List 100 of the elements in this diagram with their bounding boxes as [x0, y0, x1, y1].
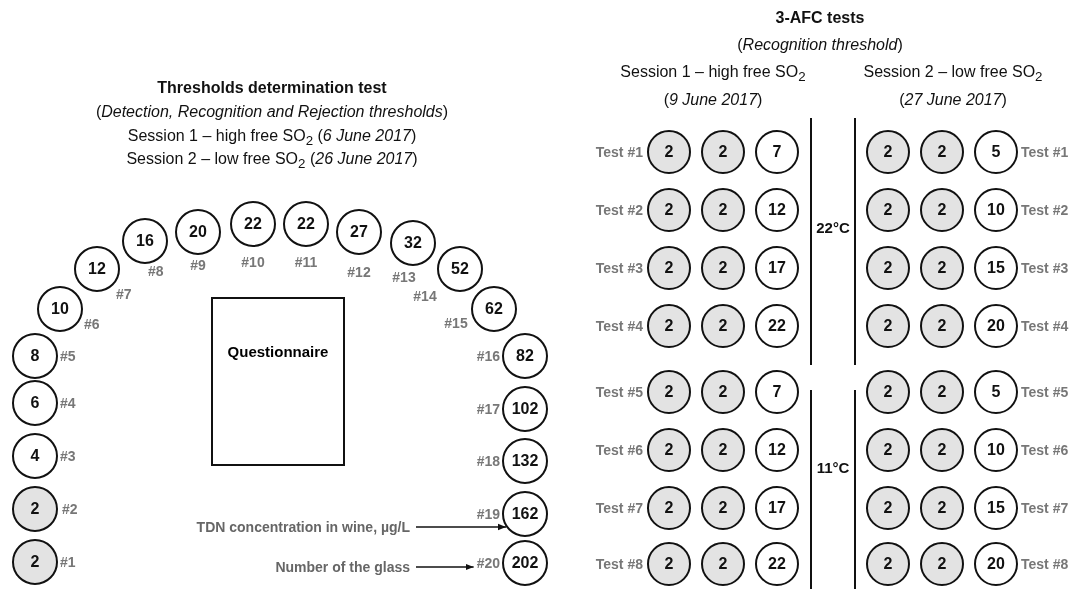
sample-glass: 62 — [471, 286, 517, 332]
sample-glass: 20 — [175, 209, 221, 255]
panel-subheading: (Detection, Recognition and Rejection thresholds) — [95, 102, 449, 122]
sample-glass: 22 — [755, 542, 799, 586]
sample-glass: 5 — [974, 130, 1018, 174]
session-date: (9 June 2017) — [663, 90, 763, 110]
glass-number: #11 — [294, 254, 318, 270]
sample-glass: 8 — [12, 333, 58, 379]
sample-glass: 2 — [701, 370, 745, 414]
sample-glass: 2 — [701, 304, 745, 348]
sample-glass: 7 — [755, 370, 799, 414]
sample-glass: 2 — [647, 304, 691, 348]
glass-number: #9 — [190, 257, 206, 273]
leader-arrow — [415, 523, 507, 531]
test-label: Test #1 — [595, 144, 643, 160]
glass-number: #2 — [62, 501, 78, 517]
glass-number: #14 — [413, 288, 437, 304]
temperature-label: 11°C — [816, 458, 850, 478]
sample-glass: 202 — [502, 540, 548, 586]
sample-glass: 2 — [866, 486, 910, 530]
glass-number: #10 — [241, 254, 265, 270]
glass-number: #5 — [60, 348, 76, 364]
test-label: Test #7 — [1021, 500, 1069, 516]
sample-glass: 32 — [390, 220, 436, 266]
test-label: Test #5 — [595, 384, 643, 400]
sample-glass: 2 — [920, 130, 964, 174]
glass-number: #4 — [60, 395, 76, 411]
sample-glass: 27 — [336, 209, 382, 255]
sample-glass: 5 — [974, 370, 1018, 414]
sample-glass: 16 — [122, 218, 168, 264]
sample-glass: 2 — [647, 486, 691, 530]
sample-glass: 2 — [701, 486, 745, 530]
glass-number: #20 — [476, 555, 500, 571]
sample-glass: 2 — [920, 370, 964, 414]
sample-glass: 2 — [866, 130, 910, 174]
glass-number: #1 — [60, 554, 76, 570]
test-label: Test #3 — [595, 260, 643, 276]
session-label: Session 2 – low free SO$_{2}$ — [863, 62, 1043, 87]
test-label: Test #6 — [1021, 442, 1069, 458]
sample-glass: 2 — [920, 246, 964, 290]
sample-glass: 2 — [866, 304, 910, 348]
test-label: Test #7 — [595, 500, 643, 516]
sample-glass: 22 — [283, 201, 329, 247]
sample-glass: 2 — [647, 370, 691, 414]
session-label: Session 2 – low free SO$_{2}$ (26 June 2017) — [126, 149, 418, 174]
sample-glass: 17 — [755, 246, 799, 290]
glass-number: #16 — [476, 348, 500, 364]
sample-glass: 2 — [920, 188, 964, 232]
test-label: Test #8 — [1021, 556, 1069, 572]
sample-glass: 2 — [12, 539, 58, 585]
glass-number: #8 — [148, 263, 164, 279]
leader-arrow — [415, 563, 475, 571]
sample-glass: 2 — [866, 542, 910, 586]
sample-glass: 10 — [974, 428, 1018, 472]
panel-heading: Thresholds determination test — [157, 78, 387, 98]
annotation-text: Number of the glass — [275, 558, 410, 576]
sample-glass: 15 — [974, 486, 1018, 530]
sample-glass: 2 — [647, 188, 691, 232]
sample-glass: 22 — [755, 304, 799, 348]
sample-glass: 102 — [502, 386, 548, 432]
glass-number: #3 — [60, 448, 76, 464]
sample-glass: 2 — [647, 542, 691, 586]
sample-glass: 2 — [920, 542, 964, 586]
sample-glass: 17 — [755, 486, 799, 530]
test-label: Test #2 — [1021, 202, 1069, 218]
sample-glass: 2 — [701, 246, 745, 290]
sample-glass: 52 — [437, 246, 483, 292]
temperature-label: 22°C — [816, 218, 850, 238]
sample-glass: 2 — [647, 246, 691, 290]
test-label: Test #4 — [595, 318, 643, 334]
panel-heading: 3-AFC tests — [775, 8, 865, 28]
sample-glass: 6 — [12, 380, 58, 426]
sample-glass: 2 — [12, 486, 58, 532]
annotation-text: TDN concentration in wine, µg/L — [196, 518, 410, 536]
sample-glass: 2 — [701, 428, 745, 472]
sample-glass: 12 — [755, 188, 799, 232]
glass-number: #6 — [84, 316, 100, 332]
sample-glass: 2 — [920, 428, 964, 472]
panel-subheading: (Recognition threshold) — [737, 35, 903, 55]
glass-number: #13 — [392, 269, 416, 285]
session-label: Session 1 – high free SO$_{2}$ (6 June 2017) — [127, 126, 417, 151]
sample-glass: 2 — [701, 188, 745, 232]
sample-glass: 20 — [974, 542, 1018, 586]
sample-glass: 22 — [230, 201, 276, 247]
sample-glass: 2 — [647, 428, 691, 472]
glass-number: #17 — [476, 401, 500, 417]
sample-glass: 15 — [974, 246, 1018, 290]
test-label: Test #2 — [595, 202, 643, 218]
sample-glass: 10 — [974, 188, 1018, 232]
glass-number: #19 — [476, 506, 500, 522]
glass-number: #15 — [444, 315, 468, 331]
sample-glass: 2 — [866, 428, 910, 472]
test-label: Test #5 — [1021, 384, 1069, 400]
sample-glass: 7 — [755, 130, 799, 174]
session-label: Session 1 – high free SO$_{2}$ — [620, 62, 806, 87]
sample-glass: 2 — [647, 130, 691, 174]
sample-glass: 2 — [866, 188, 910, 232]
sample-glass: 132 — [502, 438, 548, 484]
glass-number: #12 — [347, 264, 371, 280]
sample-glass: 2 — [866, 246, 910, 290]
